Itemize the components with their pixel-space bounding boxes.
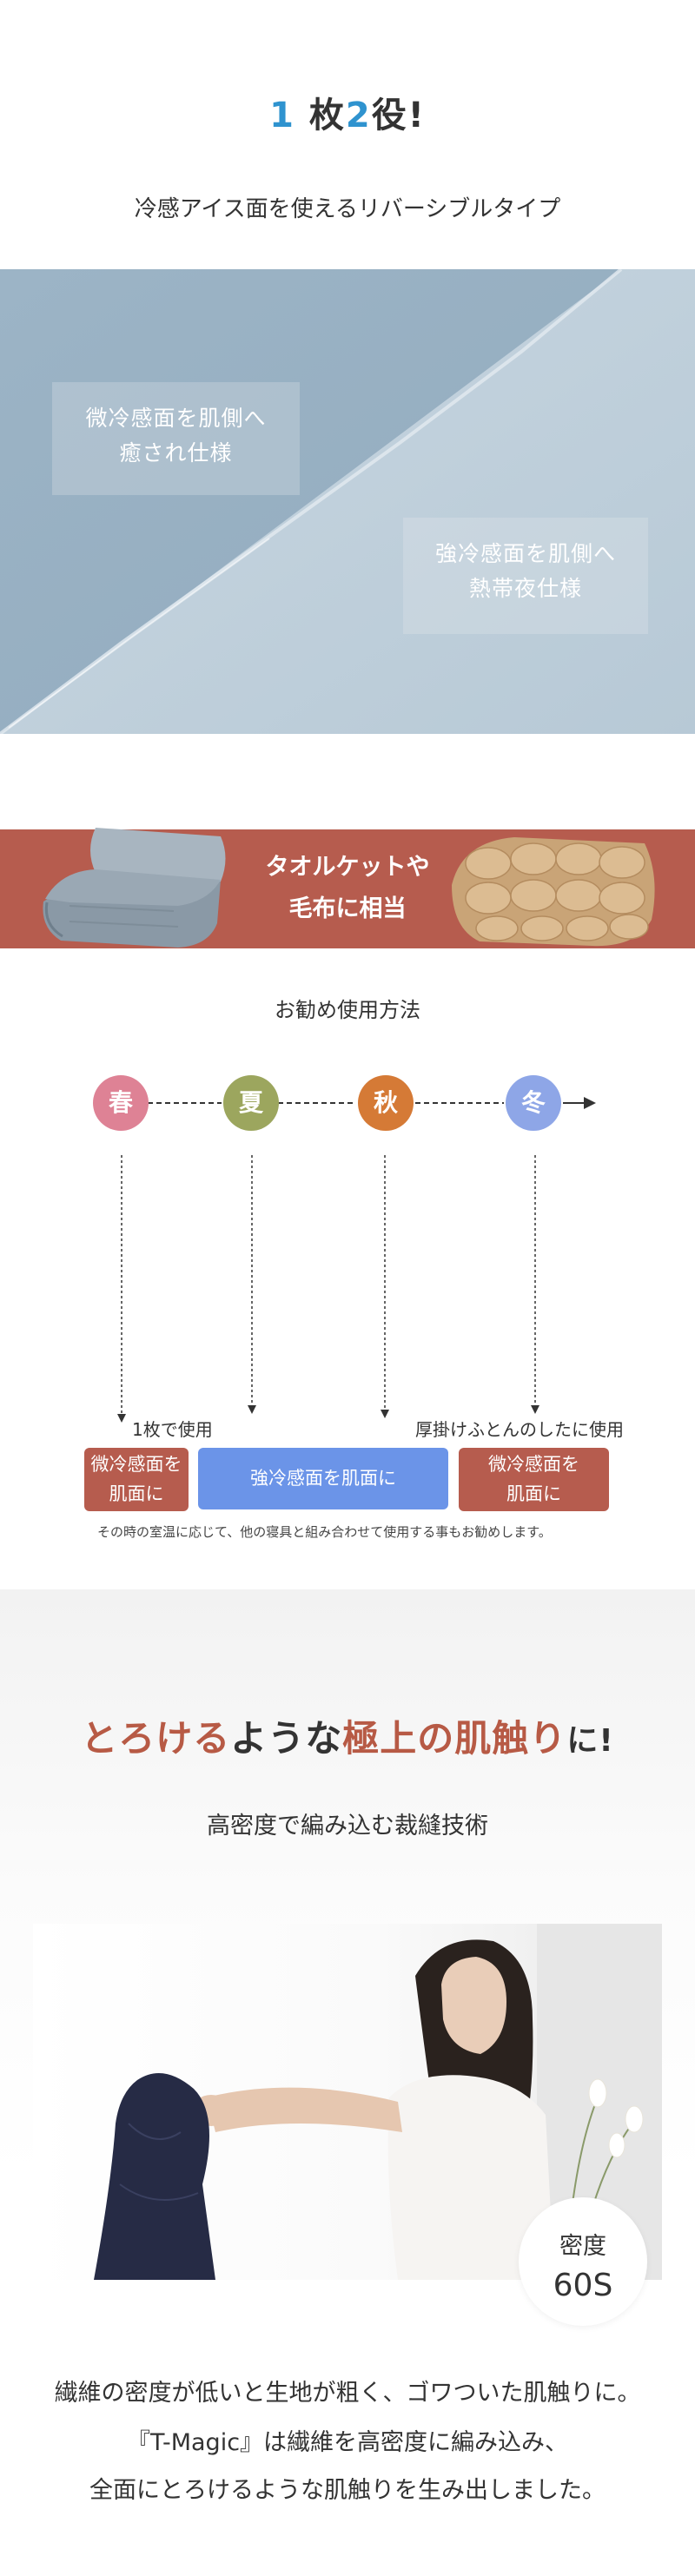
density-label: 密度 xyxy=(559,2233,606,2260)
strong-cool-line1: 強冷感面を肌側へ xyxy=(434,541,616,566)
description-line-2: 『T-Magic』は繊維を高密度に編み込み、 xyxy=(126,2429,569,2456)
caption-single-use: 1枚で使用 xyxy=(132,1419,213,1440)
title-like: ような xyxy=(230,1717,343,1760)
strong-cool-line2: 熱帯夜仕様 xyxy=(468,576,582,601)
timeline-arrow-head xyxy=(584,1097,596,1109)
title-end: 役! xyxy=(371,96,426,135)
guide-arrow-autumn xyxy=(381,1410,389,1418)
box-mild-cool-winter: 微冷感面を 肌面に xyxy=(459,1448,609,1511)
equivalent-line2: 毛布に相当 xyxy=(288,895,407,922)
guide-arrow-spring xyxy=(117,1414,126,1423)
title-ni: に! xyxy=(566,1723,614,1759)
fabric-photo: 微冷感面を肌側へ 癒され仕様 強冷感面を肌側へ 熱帯夜仕様 xyxy=(0,269,695,734)
section-two-subtitle: 高密度で編み込む裁縫技術 xyxy=(207,1813,488,1840)
caption-under-duvet: 厚掛けふとんのしたに使用 xyxy=(415,1419,624,1440)
fabric-illustration xyxy=(0,269,695,734)
section-title-one-two-roles: 1 枚2役! xyxy=(0,87,695,137)
mild-cool-line2: 癒され仕様 xyxy=(119,440,233,466)
towel-blanket-image xyxy=(43,828,226,948)
strong-cool-side-label: 強冷感面を肌側へ 熱帯夜仕様 xyxy=(403,518,648,634)
density-value: 60S xyxy=(553,2268,613,2303)
density-badge: 密度 60S xyxy=(519,2197,647,2326)
equivalent-text: タオルケットや 毛布に相当 xyxy=(252,847,443,930)
box-mild-cool-spring-line2: 肌面に xyxy=(109,1483,164,1504)
box-mild-cool-spring-line1: 微冷感面を xyxy=(90,1454,182,1475)
season-autumn: 秋 xyxy=(358,1075,414,1131)
section-subtitle-reversible: 冷感アイス面を使えるリバーシブルタイプ xyxy=(134,196,561,222)
box-mild-cool-spring: 微冷感面を 肌面に xyxy=(84,1448,189,1511)
guide-arrow-summer xyxy=(248,1405,256,1414)
guide-arrow-winter xyxy=(531,1405,539,1414)
recommended-usage-title: お勧め使用方法 xyxy=(275,998,420,1022)
description-line-3: 全面にとろけるような肌触りを生み出しました。 xyxy=(89,2477,606,2504)
equivalent-line1: タオルケットや xyxy=(265,854,430,881)
title-finest-touch: 極上の肌触り xyxy=(342,1717,567,1760)
title-mid: 枚 xyxy=(308,96,346,135)
title-number-two: 2 xyxy=(345,96,372,135)
mild-cool-line1: 微冷感面を肌側へ xyxy=(85,406,267,431)
season-winter: 冬 xyxy=(506,1075,561,1131)
equivalent-band: タオルケットや 毛布に相当 xyxy=(0,828,695,948)
mild-cool-side-label: 微冷感面を肌側へ 癒され仕様 xyxy=(52,382,300,495)
box-mild-cool-winter-line2: 肌面に xyxy=(506,1483,561,1504)
title-melting: とろける xyxy=(81,1717,231,1760)
section-two-title: とろけるような極上の肌触りに! xyxy=(0,1709,695,1762)
usage-note: その時の室温に応じて、他の寝具と組み合わせて使用する事もお勧めします。 xyxy=(97,1524,552,1540)
season-timeline xyxy=(117,1097,596,1423)
box-mild-cool-winter-line1: 微冷感面を xyxy=(488,1454,579,1475)
description-line-1: 繊維の密度が低いと生地が粗く、ゴワついた肌触りに。 xyxy=(54,2380,641,2407)
season-summer: 夏 xyxy=(223,1075,279,1131)
box-strong-cool-summer: 強冷感面を肌面に xyxy=(198,1448,448,1509)
title-number-one: 1 xyxy=(269,96,295,135)
fluffy-blanket-image xyxy=(452,837,655,947)
season-spring: 春 xyxy=(93,1075,149,1131)
